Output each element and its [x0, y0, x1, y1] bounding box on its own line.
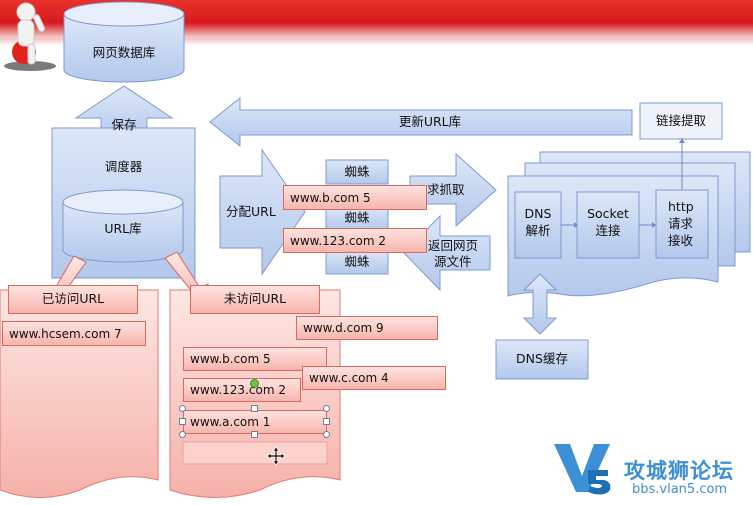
- socket-line1: Socket: [587, 206, 629, 221]
- link-extract-label: 链接提取: [655, 112, 706, 128]
- update-url-db-label: 更新URL库: [398, 113, 462, 129]
- selection-handle[interactable]: [179, 405, 186, 412]
- request-fetch-label: 求抓取: [427, 182, 465, 197]
- http-line3: 接收: [668, 233, 694, 248]
- figure-icon: [4, 2, 56, 71]
- spider-entry-123: www.123.com 2: [283, 228, 427, 253]
- spider-entry-b: www.b.com 5: [283, 185, 427, 210]
- http-box: [655, 189, 709, 259]
- visited-entry: www.hcsem.com 7: [2, 321, 146, 346]
- top-banner-fade: [0, 38, 753, 46]
- visited-url-header: 已访问URL: [8, 285, 138, 314]
- watermark-url: bbs.vlan5.com: [632, 482, 728, 497]
- http-line2: 请求: [668, 216, 694, 231]
- socket-label: Socket 连接: [577, 205, 639, 239]
- url-db-cylinder: [62, 189, 184, 263]
- dispatch-url-label: 分配URL: [226, 204, 276, 219]
- v5-logo-icon: [554, 444, 611, 495]
- spider-label-2: 蜘蛛: [344, 209, 370, 225]
- return-page-line1: 返回网页: [428, 238, 479, 253]
- socket-box: [576, 191, 640, 259]
- selection-handle[interactable]: [251, 431, 258, 438]
- dns-resolve-label: DNS 解析: [515, 205, 561, 239]
- web-db-cylinder: [63, 1, 185, 83]
- move-cursor-icon: [266, 446, 286, 466]
- dns-cache-arrow: [522, 273, 558, 335]
- selection-handle[interactable]: [323, 431, 330, 438]
- spider-box-3: [325, 249, 389, 275]
- return-page-line2: 源文件: [434, 254, 472, 269]
- web-db-label: 网页数据库: [92, 44, 156, 60]
- spider-box-2: [325, 205, 389, 231]
- url-db-label: URL库: [104, 220, 142, 236]
- selection-handle[interactable]: [323, 418, 330, 425]
- selection-handle[interactable]: [251, 405, 258, 412]
- socket-line2: 连接: [595, 223, 621, 238]
- link-extract-box: [639, 102, 723, 140]
- dns-resolve-line2: 解析: [525, 223, 551, 238]
- save-label: 保存: [111, 116, 137, 132]
- http-line1: http: [668, 199, 694, 214]
- empty-slot: [182, 441, 328, 465]
- return-page-label: 返回网页 源文件: [428, 238, 478, 270]
- unvisited-entry-c: www.c.com 4: [302, 366, 446, 390]
- spider-label-1: 蜘蛛: [344, 163, 370, 179]
- dns-resolve-box: [514, 191, 562, 259]
- unvisited-url-header: 未访问URL: [190, 285, 320, 314]
- update-url-arrow: [209, 96, 633, 148]
- selection-handle[interactable]: [179, 418, 186, 425]
- http-label: http 请求 接收: [668, 198, 694, 249]
- dns-resolve-line1: DNS: [524, 206, 552, 221]
- rotate-handle[interactable]: [250, 379, 259, 388]
- spider-box-1: [325, 159, 389, 185]
- selection-handle[interactable]: [323, 405, 330, 412]
- watermark-brand: 攻城狮论坛: [624, 459, 734, 483]
- spider-label-3: 蜘蛛: [344, 253, 370, 269]
- scheduler-label: 调度器: [104, 158, 143, 174]
- dns-cache-box: [495, 339, 589, 380]
- dns-cache-label: DNS缓存: [516, 351, 568, 367]
- unvisited-entry-d: www.d.com 9: [296, 316, 438, 340]
- selection-handle[interactable]: [179, 431, 186, 438]
- unvisited-entry-a[interactable]: www.a.com 1: [183, 410, 327, 434]
- unvisited-entry-123: www.123.com 2: [183, 378, 301, 402]
